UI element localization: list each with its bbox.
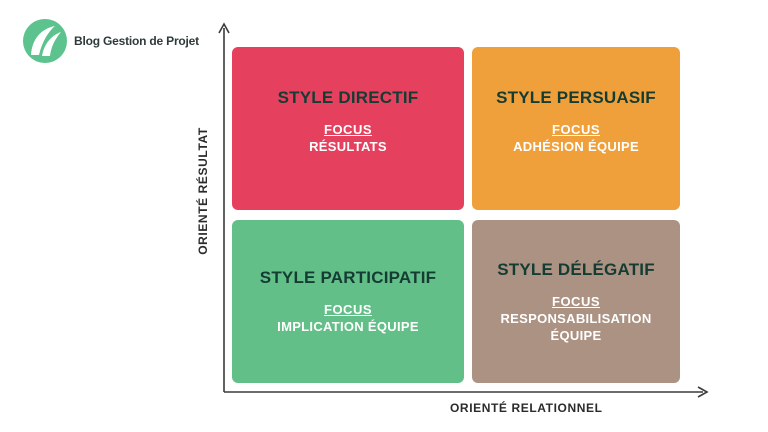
- quadrant-title: STYLE DÉLÉGATIF: [497, 259, 655, 279]
- quadrant-directif: STYLE DIRECTIF FOCUS RÉSULTATS: [232, 47, 464, 210]
- y-axis-label: ORIENTÉ RÉSULTAT: [196, 127, 210, 255]
- x-axis-arrow: [697, 386, 709, 398]
- quadrant-delegatif: STYLE DÉLÉGATIF FOCUS RESPONSABILISATION…: [472, 220, 680, 383]
- quadrant-description-line-1: RESPONSABILISATION: [500, 310, 652, 326]
- y-axis-arrow: [218, 22, 230, 34]
- quadrant-focus: FOCUS: [552, 122, 600, 137]
- x-axis-label: ORIENTÉ RELATIONNEL: [450, 401, 603, 415]
- leaf-icon: [23, 19, 67, 63]
- quadrant-description-line-2: ÉQUIPE: [550, 327, 602, 343]
- quadrant-title: STYLE DIRECTIF: [277, 88, 419, 107]
- quadrant-focus: FOCUS: [552, 293, 600, 309]
- brand-name: Blog Gestion de Projet: [74, 34, 199, 48]
- quadrant-focus: FOCUS: [324, 122, 372, 137]
- brand-logo[interactable]: Blog Gestion de Projet: [22, 18, 199, 64]
- quadrant-description: RÉSULTATS: [309, 139, 387, 154]
- quadrant-description: IMPLICATION ÉQUIPE: [277, 319, 419, 334]
- quadrant-title: STYLE PARTICIPATIF: [259, 268, 437, 287]
- quadrant-persuasif: STYLE PERSUASIF FOCUS ADHÉSION ÉQUIPE: [472, 47, 680, 210]
- quadrant-title: STYLE PERSUASIF: [496, 88, 656, 107]
- quadrant-description: ADHÉSION ÉQUIPE: [513, 139, 639, 154]
- quadrant-participatif: STYLE PARTICIPATIF FOCUS IMPLICATION ÉQU…: [232, 220, 464, 383]
- quadrant-focus: FOCUS: [324, 302, 372, 317]
